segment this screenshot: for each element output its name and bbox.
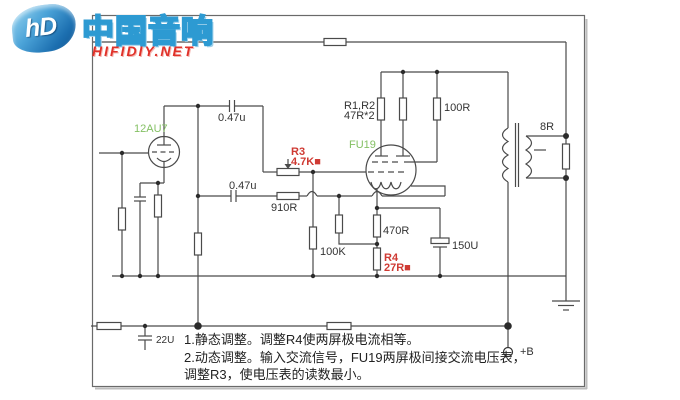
- tube-label-12au7: 12AU7: [134, 123, 168, 135]
- tube-label-fu19: FU19: [349, 139, 376, 151]
- cap-label-047u-bottom: 0.47u: [229, 180, 257, 192]
- r4-value: 27R■: [384, 262, 411, 274]
- feedback-rail: [93, 37, 567, 136]
- cap-22u-label: 22U: [156, 335, 175, 346]
- output-tube-fu19: [365, 144, 417, 208]
- panel-border: [91, 14, 588, 390]
- cap-150u-label: 150U: [452, 240, 479, 252]
- r-100r-label: 100R: [444, 102, 471, 114]
- speaker-load: [552, 136, 580, 311]
- output-transformer: [501, 72, 566, 326]
- note-line-1: 1.静态调整。调整R4使两屏极电流相等。: [184, 332, 420, 347]
- note-line-2: 2.动态调整。输入交流信号，FU19两屏极间接交流电压表，: [184, 350, 526, 365]
- logo-subtitle: HIFIDIY.NET: [92, 43, 195, 59]
- r1r2-value: 47R*2: [344, 110, 375, 122]
- r1r2-name: R1,R2: [344, 100, 376, 112]
- r-470r-label: 470R: [383, 225, 410, 237]
- r-8r-label: 8R: [540, 121, 555, 133]
- plate-screen-resistors: [376, 71, 508, 163]
- junction-dots: [119, 69, 569, 330]
- driver-tube-12au7: [99, 106, 181, 276]
- cap-label-047u-top: 0.47u: [218, 112, 246, 124]
- r3-network: [263, 159, 377, 276]
- r-100k-label: 100K: [320, 246, 346, 258]
- bplus-label: +B: [520, 346, 534, 358]
- r-910r-label: 910R: [271, 202, 298, 214]
- r3-name: R3: [291, 146, 306, 158]
- logo-icon-text: hD: [23, 11, 58, 43]
- r3-value: 4.7K■: [291, 156, 321, 168]
- note-line-3: 调整R3，使电压表的读数最小。: [184, 367, 370, 382]
- logo-title: 中国音响: [81, 12, 215, 50]
- coupling-network: [164, 100, 446, 326]
- r4-name: R4: [384, 252, 399, 264]
- logo-icon: hD: [9, 1, 79, 56]
- site-logo: hD 中国音响 HIFIDIY.NET: [0, 0, 230, 62]
